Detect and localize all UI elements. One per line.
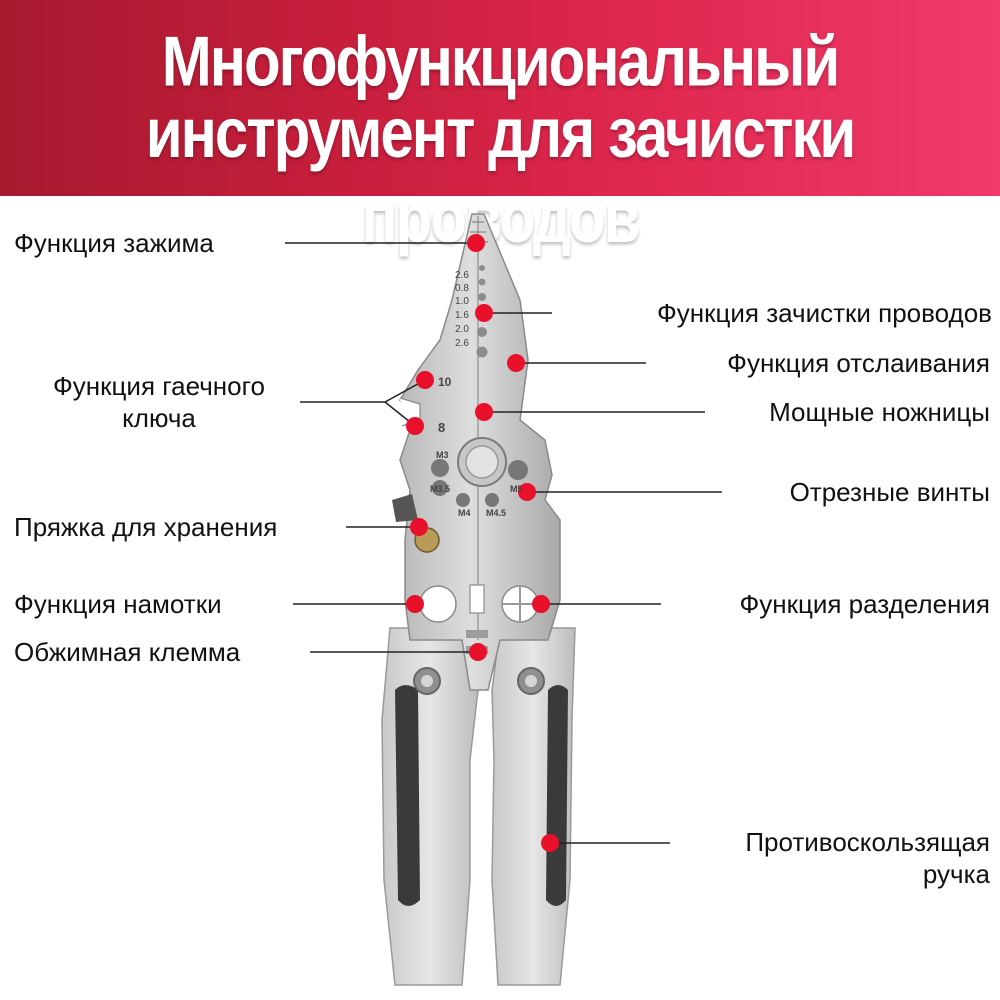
screw-size-m35: M3.5	[430, 484, 450, 494]
label-scissors: Мощные ножницы	[769, 397, 990, 427]
storage-buckle	[392, 494, 418, 522]
dot-scissors	[475, 403, 493, 421]
label-grip-line-1: Противоскользящая	[745, 827, 990, 857]
dot-grip	[541, 834, 559, 852]
title-line-1: Многофункциональный	[161, 21, 840, 101]
screw-size-m45: M4.5	[486, 508, 506, 518]
title-banner: Многофункциональный инструмент для зачис…	[0, 0, 1000, 257]
wrench-mark-10: 10	[438, 375, 452, 389]
dot-wrench-8	[406, 417, 424, 435]
dot-clamp	[467, 234, 485, 252]
label-crimp: Обжимная клемма	[14, 637, 241, 667]
screw-size-m5: M5	[510, 484, 523, 494]
jaw-scale-1: 0.8	[455, 283, 469, 294]
dot-buckle	[410, 518, 428, 536]
label-wrench-line-1: Функция гаечного	[53, 371, 265, 401]
dot-crimp	[469, 643, 487, 661]
dot-peeling	[507, 354, 525, 372]
label-buckle: Пряжка для хранения	[14, 512, 278, 542]
screw-size-m4: M4	[458, 508, 471, 518]
right-grip-insert	[546, 685, 568, 906]
dot-separation	[532, 595, 550, 613]
jaw-scale-3: 1.6	[455, 310, 469, 321]
label-peeling: Функция отслаивания	[727, 348, 990, 378]
dot-stripping	[475, 304, 493, 322]
label-grip: Противоскользящая ручка	[680, 826, 990, 890]
label-clamp: Функция зажима	[14, 228, 214, 258]
jaw-scale-4: 2.0	[455, 324, 469, 335]
label-winding: Функция намотки	[14, 589, 222, 619]
jaw-scale-2: 1.0	[455, 296, 469, 307]
jaw-scale-0: 2.6	[455, 270, 469, 281]
label-bolt-cutter: Отрезные винты	[789, 477, 990, 507]
label-grip-line-2: ручка	[922, 859, 990, 889]
label-wrench: Функция гаечного ключа	[14, 370, 304, 434]
left-grip-insert	[395, 685, 420, 906]
jaw-scale-5: 2.6	[455, 338, 469, 349]
title-line-2: инструмент для зачистки проводов	[145, 93, 857, 258]
dot-bolt-cutter	[518, 483, 536, 501]
label-stripping: Функция зачистки проводов	[657, 298, 992, 328]
wrench-mark-8: 8	[438, 420, 445, 435]
dot-wrench-10	[416, 371, 434, 389]
label-separation: Функция разделения	[739, 589, 990, 619]
dot-winding	[406, 595, 424, 613]
label-wrench-line-2: ключа	[122, 403, 196, 433]
screw-size-m3: M3	[436, 450, 449, 460]
